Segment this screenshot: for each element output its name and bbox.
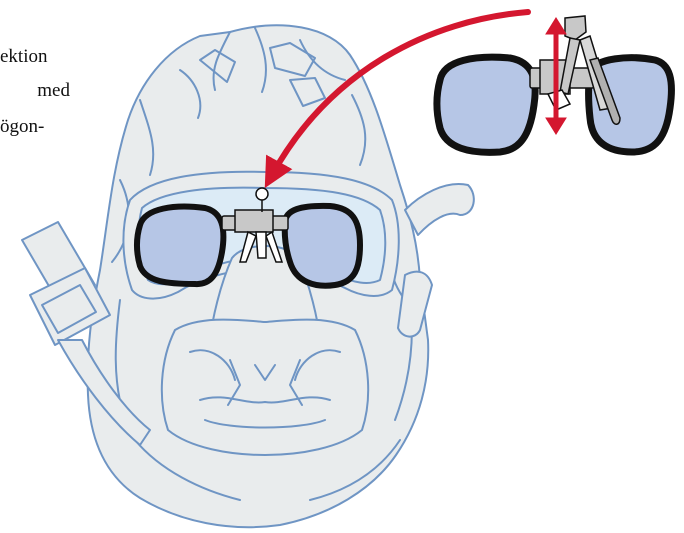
gas-mask-icon [22, 25, 474, 527]
mask-strap-right [405, 184, 474, 235]
installed-lens-right [285, 206, 360, 286]
installed-lens-left [137, 207, 223, 284]
insert-lens-left [437, 57, 535, 152]
mask-mouth-piece [162, 320, 368, 455]
